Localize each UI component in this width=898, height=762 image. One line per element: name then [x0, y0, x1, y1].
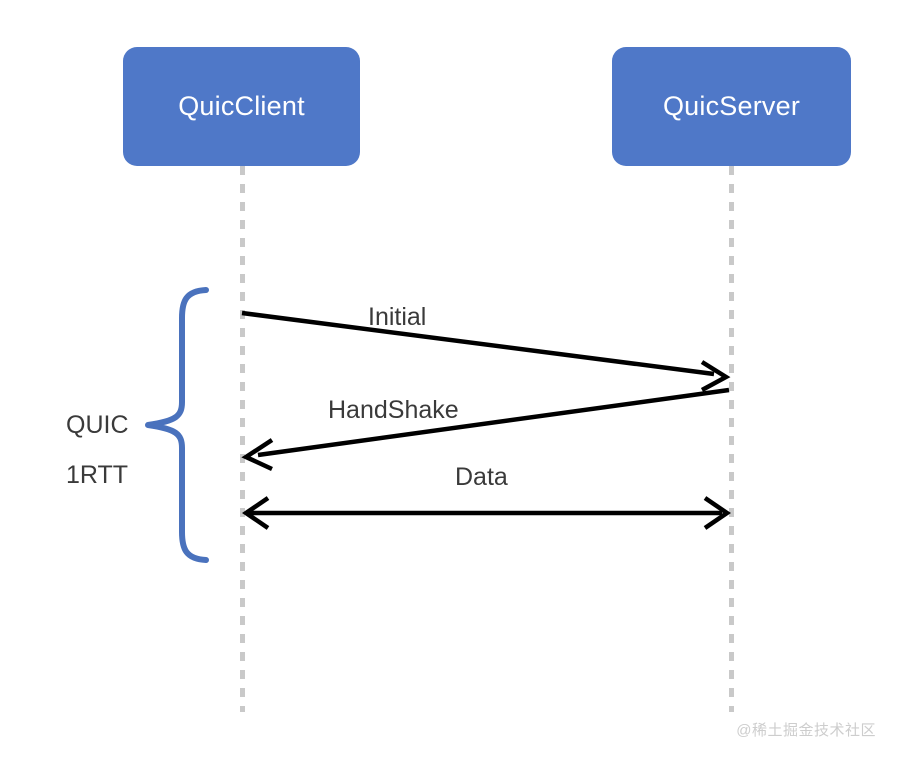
participant-box-client[interactable]: QuicClient: [123, 47, 360, 166]
message-label-initial: Initial: [368, 303, 427, 331]
participant-label-server: QuicServer: [662, 91, 801, 121]
participant-label-client: QuicClient: [178, 91, 305, 121]
lifeline-client: [240, 166, 245, 712]
group-label-line-1: QUIC: [66, 411, 129, 439]
group-brace-icon: [145, 287, 209, 563]
participant-box-server[interactable]: QuicServer: [612, 47, 851, 166]
message-label-data: Data: [455, 463, 508, 491]
message-arrow-handshake[interactable]: [241, 387, 730, 472]
message-label-handshake: HandShake: [328, 396, 459, 424]
watermark: @稀土掘金技术社区: [736, 722, 876, 739]
message-arrow-initial[interactable]: [241, 310, 731, 392]
message-arrow-data[interactable]: [242, 496, 731, 530]
group-label-line-2: 1RTT: [66, 461, 129, 489]
lifeline-server: [729, 166, 734, 712]
